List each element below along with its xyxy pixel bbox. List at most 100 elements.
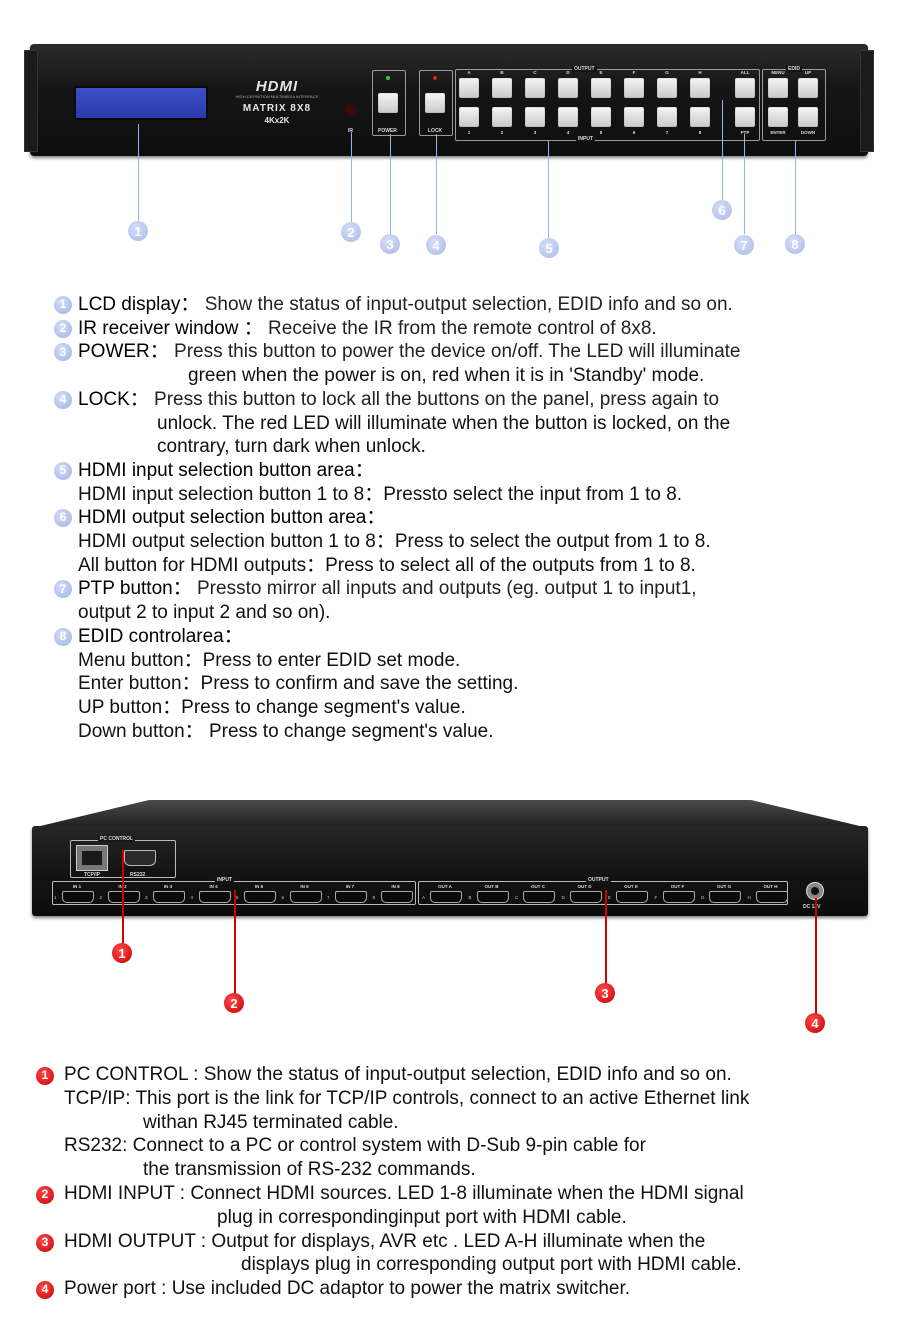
hdmi-output-port[interactable] bbox=[662, 891, 695, 903]
input-select-label: 8 bbox=[698, 130, 702, 135]
tcpip-label: TCP/IP bbox=[84, 872, 101, 878]
up-button[interactable]: UP bbox=[798, 70, 818, 98]
hdmi-input-port-index: 5 bbox=[236, 895, 239, 900]
ptp-button[interactable]: PTP bbox=[735, 107, 755, 135]
output-select-button[interactable]: A bbox=[459, 70, 479, 98]
output-select-label: G bbox=[665, 70, 669, 75]
output-select-button[interactable]: F bbox=[624, 70, 644, 98]
input-select-button[interactable]: 4 bbox=[558, 107, 578, 135]
front-desc-cont: contrary, turn dark when unlock. bbox=[157, 436, 426, 458]
back-callout-line-4 bbox=[815, 898, 817, 1014]
hdmi-input-port-index: 1 bbox=[54, 895, 57, 900]
front-desc-lock: 4 LOCK： Press this button to lock all th… bbox=[54, 388, 884, 459]
hdmi-output-port-label: OUT C bbox=[531, 884, 545, 889]
output-select-button[interactable]: B bbox=[492, 70, 512, 98]
back-desc-text: : Show the status of input-output select… bbox=[187, 1064, 732, 1085]
hdmi-output-port[interactable] bbox=[755, 891, 788, 903]
hdmi-input-port-index: 6 bbox=[281, 895, 285, 900]
input-select-button[interactable]: 6 bbox=[624, 107, 644, 135]
front-desc-number: 8 bbox=[54, 627, 72, 646]
rj45-socket bbox=[82, 851, 102, 865]
hdmi-output-port-index: F bbox=[654, 895, 658, 900]
front-callout-1: 1 bbox=[128, 221, 148, 241]
input-select-button[interactable]: 7 bbox=[657, 107, 677, 135]
callout-line-2 bbox=[351, 132, 352, 222]
hdmi-input-port-label: IN 8 bbox=[391, 884, 400, 889]
hdmi-input-port[interactable] bbox=[380, 891, 413, 903]
input-select-label: 1 bbox=[467, 130, 471, 135]
hdmi-output-port[interactable] bbox=[523, 891, 555, 903]
front-desc-text: Pressto mirror all inputs and outputs (e… bbox=[191, 578, 697, 600]
hdmi-input-port[interactable] bbox=[153, 891, 185, 903]
hdmi-output-port-index: G bbox=[701, 895, 705, 900]
back-desc-rs232: RS232: Connect to a PC or control system… bbox=[36, 1134, 886, 1182]
enter-button[interactable]: ENTER bbox=[768, 107, 788, 135]
hdmi-input-port[interactable] bbox=[62, 891, 94, 903]
output-select-button[interactable]: G bbox=[657, 70, 677, 98]
hdmi-input-port-index: 2 bbox=[99, 895, 103, 900]
hdmi-tagline: HIGH-DEFINITION MULTIMEDIA INTERFACE bbox=[235, 94, 319, 99]
hdmi-input-port[interactable] bbox=[335, 891, 367, 903]
output-area-label: OUTPUT bbox=[572, 66, 597, 72]
front-desc-text: Receive the IR from the remote control o… bbox=[262, 317, 657, 339]
menu-button[interactable]: MENU bbox=[768, 70, 788, 98]
back-desc-title: Power port bbox=[64, 1278, 156, 1300]
dc-jack-center bbox=[811, 887, 819, 895]
back-desc-number: 1 bbox=[36, 1067, 54, 1085]
back-desc-text: : Output for displays, AVR etc . LED A-H… bbox=[195, 1230, 706, 1252]
hdmi-output-port[interactable] bbox=[709, 891, 741, 903]
hdmi-output-port[interactable] bbox=[430, 891, 462, 903]
rs232-port[interactable] bbox=[124, 850, 156, 866]
output-select-button[interactable]: C bbox=[525, 70, 545, 98]
hdmi-output-port[interactable] bbox=[476, 891, 509, 903]
front-desc-title: HDMI input selection button area： bbox=[78, 459, 374, 481]
front-desc-cont: Down button： Press to change segment's v… bbox=[78, 720, 494, 742]
back-desc-title: HDMI OUTPUT bbox=[64, 1230, 196, 1252]
back-callout-4: 4 bbox=[805, 1013, 825, 1033]
rj45-port[interactable] bbox=[76, 845, 108, 871]
hdmi-input-port[interactable] bbox=[289, 891, 322, 903]
all-button[interactable]: ALL bbox=[735, 70, 755, 98]
hdmi-output-port[interactable] bbox=[569, 891, 602, 903]
edid-label: EDID bbox=[786, 66, 802, 72]
hdmi-input-port[interactable] bbox=[198, 891, 231, 903]
back-desc-title: RS232 bbox=[64, 1135, 123, 1157]
pc-control-label: PC CONTROL bbox=[98, 836, 136, 842]
input-select-button[interactable]: 1 bbox=[459, 107, 479, 135]
input-select-button[interactable]: 5 bbox=[591, 107, 611, 135]
hdmi-output-port-index: E bbox=[608, 895, 612, 900]
input-select-label: 2 bbox=[500, 130, 504, 135]
hdmi-output-port[interactable] bbox=[616, 891, 648, 903]
input-select-button[interactable]: 8 bbox=[690, 107, 710, 135]
down-button[interactable]: DOWN bbox=[798, 107, 818, 135]
input-select-label: 5 bbox=[599, 130, 603, 135]
output-select-label: D bbox=[566, 70, 570, 75]
power-button[interactable] bbox=[378, 93, 398, 113]
hdmi-output-port-label: OUT D bbox=[577, 884, 592, 889]
back-desc-cont: withan RJ45 terminated cable. bbox=[143, 1111, 399, 1133]
lock-button[interactable] bbox=[425, 93, 445, 113]
hdmi-output-port-index: D bbox=[561, 895, 565, 900]
ptp-label: PTP bbox=[740, 130, 750, 135]
front-desc-title: LCD display： bbox=[78, 294, 200, 315]
hdmi-input-port[interactable] bbox=[107, 891, 140, 903]
front-desc-title: IR receiver window ： bbox=[78, 317, 263, 339]
input-select-button[interactable]: 3 bbox=[525, 107, 545, 135]
back-desc-number: 4 bbox=[36, 1281, 54, 1300]
back-desc-title: PC CONTROL bbox=[64, 1064, 188, 1085]
menu-label: MENU bbox=[771, 70, 785, 75]
output-select-label: A bbox=[467, 70, 471, 75]
input-select-button[interactable]: 2 bbox=[492, 107, 512, 135]
front-desc-number: 7 bbox=[54, 580, 72, 599]
output-select-button[interactable]: D bbox=[558, 70, 578, 98]
hdmi-output-port-label: OUT B bbox=[484, 884, 499, 889]
output-select-button[interactable]: E bbox=[591, 70, 611, 98]
output-ports-label: OUTPUT bbox=[586, 877, 611, 883]
output-select-button[interactable]: H bbox=[690, 70, 710, 98]
hdmi-input-port-label: IN 5 bbox=[254, 884, 264, 889]
front-desc-cont: HDMI output selection button 1 to 8：Pres… bbox=[78, 531, 711, 553]
up-label: UP bbox=[804, 70, 812, 75]
front-desc-cont: Menu button：Press to enter EDID set mode… bbox=[78, 649, 461, 671]
hdmi-input-port[interactable] bbox=[244, 891, 276, 903]
back-desc-text: : This port is the link for TCP/IP contr… bbox=[125, 1087, 750, 1109]
